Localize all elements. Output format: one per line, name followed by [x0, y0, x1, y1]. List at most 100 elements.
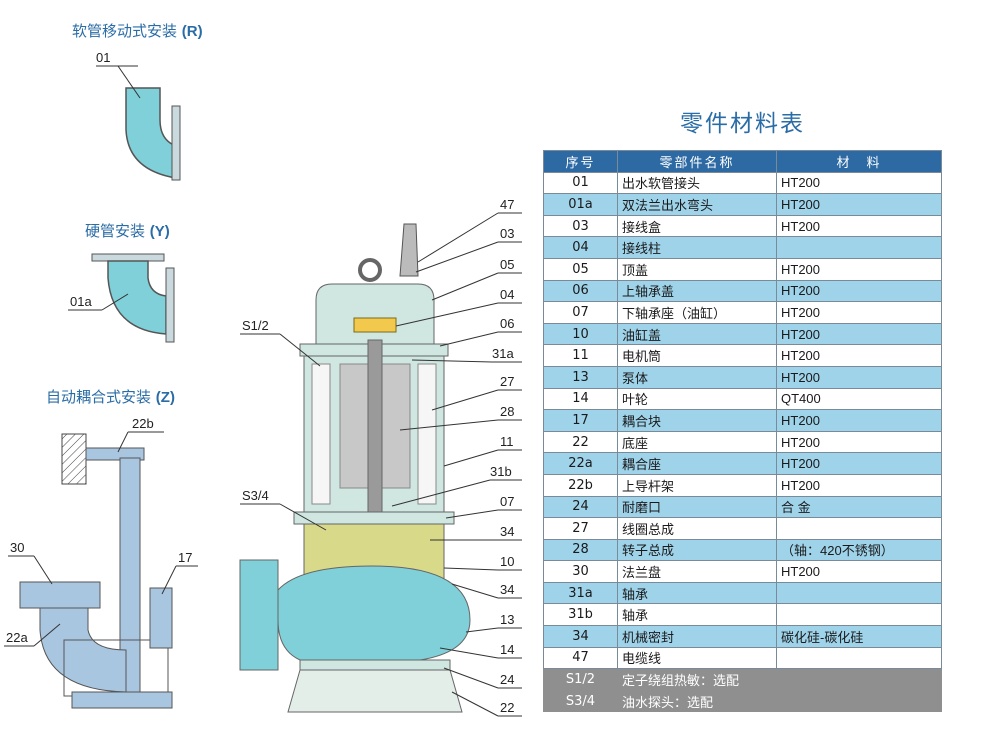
row-material: HT200 — [776, 214, 942, 238]
row-name: 线圈总成 — [617, 517, 777, 540]
row-name: 电缆线 — [617, 646, 777, 670]
row-name: 泵体 — [617, 365, 777, 389]
row-no: 01a — [543, 193, 618, 216]
table-title: 零件材料表 — [680, 111, 805, 137]
hose-install-label: 软管移动式安装 (R) — [72, 20, 203, 41]
row-name: 耦合块 — [617, 409, 777, 432]
hard-pipe-elbow: 01a — [68, 253, 175, 343]
callout-17: 17 — [178, 550, 192, 565]
callout-28: 28 — [500, 404, 514, 419]
row-material: HT200 — [776, 560, 942, 583]
row-name: 接线盒 — [617, 214, 777, 238]
callout-34-upper: 34 — [500, 524, 514, 539]
auto-coupling: 22b 30 17 22a — [4, 416, 198, 709]
row-no: 11 — [543, 344, 618, 367]
callout-34-lower: 34 — [500, 582, 514, 597]
row-material: HT200 — [776, 257, 942, 281]
row-name: 上导杆架 — [617, 473, 777, 497]
row-material: HT200 — [776, 365, 942, 389]
row-material: 碳化硅-碳化硅 — [776, 625, 942, 648]
row-no: 27 — [543, 517, 618, 540]
callout-31a: 31a — [492, 346, 514, 361]
auto-install-label: 自动耦合式安装 (Z) — [46, 386, 175, 407]
row-material: HT200 — [776, 322, 942, 346]
callout-22b: 22b — [132, 416, 154, 431]
row-name: 电机筒 — [617, 344, 777, 367]
hard-install-code: (Y) — [149, 223, 170, 240]
note-no: S1/2 — [543, 668, 618, 691]
row-no: 22b — [543, 473, 618, 497]
row-material: HT200 — [776, 344, 942, 367]
callout-22: 22 — [500, 700, 514, 715]
row-material — [776, 603, 942, 627]
row-material: HT200 — [776, 193, 942, 216]
row-name: 顶盖 — [617, 257, 777, 281]
note-no: S3/4 — [543, 689, 618, 713]
callout-24: 24 — [500, 672, 514, 687]
row-no: 22 — [543, 430, 618, 454]
callout-47: 47 — [500, 197, 514, 212]
callout-01a: 01a — [70, 294, 92, 309]
callout-01: 01 — [96, 50, 110, 65]
callout-03: 03 — [500, 226, 514, 241]
row-material: HT200 — [776, 171, 942, 195]
row-no: 24 — [543, 495, 618, 519]
header-name: 零部件名称 — [617, 150, 777, 173]
row-name: 机械密封 — [617, 625, 777, 648]
row-name: 法兰盘 — [617, 560, 777, 583]
callout-05: 05 — [500, 257, 514, 272]
row-material: HT200 — [776, 452, 942, 475]
row-no: 06 — [543, 279, 618, 303]
callout-31b: 31b — [490, 464, 512, 479]
callout-s34: S3/4 — [242, 488, 269, 503]
row-no: 17 — [543, 409, 618, 432]
row-no: 34 — [543, 625, 618, 648]
row-no: 07 — [543, 301, 618, 324]
row-no: 31a — [543, 581, 618, 605]
row-name: 转子总成 — [617, 538, 777, 562]
callout-30: 30 — [10, 540, 24, 555]
callout-13: 13 — [500, 612, 514, 627]
pump-diagrams: 01 01a 22b 30 17 22a — [4, 50, 522, 717]
row-no: 47 — [543, 646, 618, 670]
row-no: 10 — [543, 322, 618, 346]
row-no: 13 — [543, 365, 618, 389]
table-header: 序号 零部件名称 材 料 — [543, 150, 942, 173]
row-name: 双法兰出水弯头 — [617, 193, 777, 216]
row-material: HT200 — [776, 473, 942, 497]
row-material: 合 金 — [776, 495, 942, 519]
row-name: 油缸盖 — [617, 322, 777, 346]
row-material: QT400 — [776, 387, 942, 411]
row-no: 04 — [543, 236, 618, 259]
pump-callouts-left: S1/2 S3/4 — [240, 318, 327, 531]
row-no: 31b — [543, 603, 618, 627]
row-name: 耐磨口 — [617, 495, 777, 519]
hose-install-text: 软管移动式安装 — [72, 22, 178, 40]
row-material: HT200 — [776, 301, 942, 324]
note-text: 油水探头：选配 — [617, 689, 942, 713]
row-material — [776, 517, 942, 540]
row-name: 轴承 — [617, 581, 777, 605]
row-name: 轴承 — [617, 603, 777, 627]
row-material: HT200 — [776, 279, 942, 303]
auto-install-text: 自动耦合式安装 — [46, 388, 152, 406]
hose-install-code: (R) — [181, 23, 203, 40]
